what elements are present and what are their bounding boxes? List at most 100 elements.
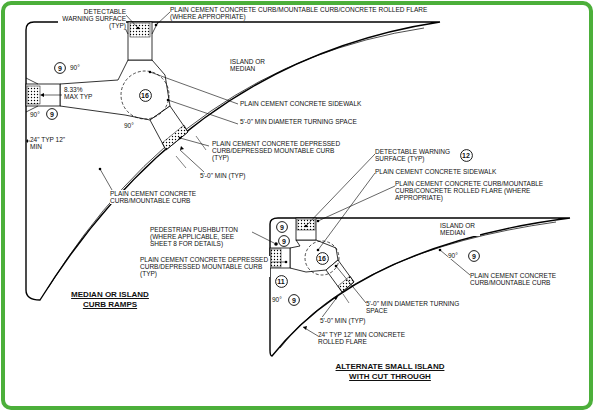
callout-label: 5'-0" MIN (TYP) — [200, 172, 270, 179]
callout-label: 5'-0" MIN (TYP) — [320, 317, 390, 324]
callout-label: PEDESTRIAN PUSHBUTTON (WHERE APPLICABLE,… — [150, 226, 250, 247]
curb-ramp — [128, 22, 152, 60]
callout-number: 9 — [468, 253, 480, 260]
line-art — [180, 146, 184, 150]
circle-shape — [469, 251, 480, 262]
curb-ramp — [326, 260, 354, 292]
line-art — [176, 136, 206, 168]
callout-label: PLAIN CEMENT CONCRETE DEPRESSED CURB/DEP… — [140, 256, 270, 277]
callout-number: 9 — [276, 224, 288, 231]
angle-note: 90° — [124, 122, 144, 129]
callout-label: PLAIN CEMENT CONCRETE DEPRESSED CURB/DEP… — [212, 140, 342, 161]
callout-circle: 16 — [139, 89, 152, 102]
curb-ramp — [296, 218, 316, 240]
line-art — [306, 154, 375, 226]
line-art — [439, 249, 442, 252]
line-art — [285, 261, 288, 264]
circle-shape — [316, 252, 328, 264]
angle-note: 90° — [448, 252, 468, 259]
callout-number: 9 — [46, 111, 58, 118]
callout-number: 9 — [54, 65, 66, 72]
callout-label: ISLAND OR MEDIAN — [440, 222, 480, 236]
line-art — [150, 72, 238, 104]
line-art — [303, 327, 318, 336]
callout-circle: 9 — [54, 62, 66, 74]
curb-line — [48, 28, 424, 288]
line-art — [180, 138, 209, 146]
line-art — [318, 173, 375, 250]
callout-circle: 11 — [275, 275, 288, 288]
callout-label: DETECTABLE WARNING SURFACE (TYP) — [58, 8, 126, 29]
line-art — [99, 168, 102, 171]
callout-circle: 9 — [276, 221, 288, 233]
circle-shape — [55, 63, 66, 74]
callout-number: 12 — [460, 152, 473, 159]
callout-label: 5'-0" MIN DIAMETER TURNING SPACE — [240, 118, 360, 125]
line-art — [137, 27, 140, 30]
callout-label: 5'-0" MIN DIAMETER TURNING SPACE — [366, 300, 476, 314]
line-art — [26, 139, 28, 143]
callout-circle: 9 — [288, 294, 300, 306]
callout-label: PLAIN CEMENT CONCRETE SIDEWALK — [240, 100, 380, 107]
pushbutton — [274, 242, 278, 246]
warning-surface — [130, 23, 150, 37]
callout-label: PLAIN CEMENT CONCRETE CURB/MOUNTABLE CUR… — [470, 272, 570, 286]
circle-shape — [47, 109, 58, 120]
callout-circle: 12 — [460, 149, 473, 162]
circle-shape — [279, 236, 290, 247]
callout-label: PLAIN CEMENT CONCRETE CURB/MOUNTABLE CUR… — [110, 190, 240, 204]
circle-shape — [275, 275, 287, 287]
line-art — [168, 100, 238, 124]
callout-label: 24" TYP 12" MIN — [30, 136, 66, 150]
callout-label: PLAIN CEMENT CONCRETE CURB/MOUNTABLE CUR… — [395, 180, 545, 201]
line-art — [179, 137, 182, 140]
turning-space — [121, 71, 169, 119]
line-art — [167, 99, 170, 102]
warning-surface — [297, 219, 315, 230]
line-art — [100, 169, 112, 190]
turning-space — [305, 241, 339, 275]
warning-surface — [271, 249, 281, 267]
green-frame — [3, 3, 591, 408]
curb-ramp — [270, 248, 290, 268]
line-art — [156, 12, 170, 25]
island-outline — [270, 218, 570, 356]
callout-circle: 9 — [46, 108, 58, 120]
warning-surface — [162, 125, 188, 150]
circle-shape — [139, 89, 151, 101]
callout-circle: 16 — [316, 252, 329, 265]
line-art — [317, 249, 320, 252]
line-art — [155, 24, 158, 27]
line-art — [317, 220, 320, 223]
line-art — [125, 14, 138, 28]
circle-shape — [277, 222, 288, 233]
warning-surface — [27, 86, 40, 104]
line-art — [440, 250, 470, 275]
callout-label: PLAIN CEMENT CONCRETE SIDEWALK — [375, 168, 525, 175]
line-art — [335, 265, 338, 268]
callout-label: PLAIN CEMENT CONCRETE CURB/MOUNTABLE CUR… — [170, 6, 430, 20]
callout-number: 9 — [288, 297, 300, 304]
callout-label: ISLAND OR MEDIAN — [230, 58, 275, 72]
line-art — [180, 150, 204, 172]
line-art — [303, 326, 307, 330]
line-art — [334, 296, 338, 300]
curb-ramp — [150, 106, 188, 150]
angle-note: 90° — [70, 64, 90, 71]
leader-dots — [26, 24, 441, 330]
callout-circle: 9 — [278, 235, 290, 247]
circle-shape — [289, 295, 300, 306]
line-art — [252, 232, 274, 243]
line-art — [343, 294, 349, 303]
sidewalk — [60, 60, 170, 120]
figure-title: MEDIAN OR ISLAND CURB RAMPS — [60, 290, 160, 309]
callout-label: 24" TYP 12" MIN CONCRETE ROLLED FLARE — [318, 331, 408, 345]
callout-label: 8.33% MAX TYP — [64, 86, 94, 100]
callout-circle: 9 — [468, 250, 480, 262]
figure-title: ALTERNATE SMALL ISLAND WITH CUT THROUGH — [335, 362, 445, 381]
circle-shape — [460, 149, 472, 161]
callout-number: 16 — [316, 255, 329, 262]
